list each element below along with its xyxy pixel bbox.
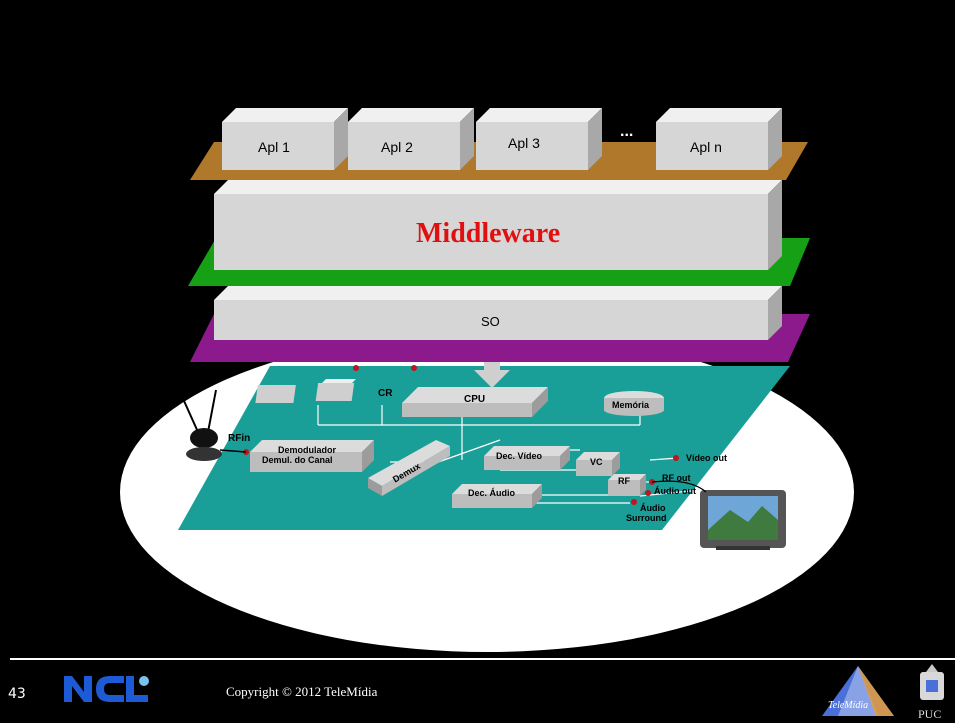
connector-dots	[243, 365, 679, 505]
os-layer: SO	[214, 286, 782, 340]
app-box-n: Apl n	[656, 108, 782, 170]
cpu-label: CPU	[464, 394, 485, 405]
vc-block: VC	[576, 452, 620, 476]
middleware-label: Middleware	[416, 218, 560, 249]
app-label-n: Apl n	[690, 139, 722, 155]
app-label-1: Apl 1	[258, 139, 290, 155]
dec-video-block: Dec. Vídeo	[484, 446, 570, 470]
telemidia-logo-text: TeleMídia	[828, 700, 868, 711]
app-box-3: Apl 3	[476, 108, 602, 170]
footer-divider	[10, 658, 955, 660]
memory-block: Memória	[604, 391, 664, 416]
app-box-2: Apl 2	[348, 108, 474, 170]
rf-in-label: RFin	[228, 433, 250, 444]
audio-surround-label-2: Surround	[626, 513, 667, 523]
rf-out-label: RF out	[662, 473, 691, 483]
video-out-label: Vídeo out	[686, 453, 727, 463]
telemidia-logo: TeleMídia	[822, 666, 894, 716]
audio-surround-label-1: Áudio	[640, 503, 666, 513]
app-label-2: Apl 2	[381, 139, 413, 155]
television-icon	[651, 480, 786, 550]
demodulator-label-2: Demul. do Canal	[262, 455, 333, 465]
memory-label: Memória	[612, 400, 650, 410]
dec-video-label: Dec. Vídeo	[496, 451, 543, 461]
os-label: SO	[481, 314, 500, 329]
rf-block: RF	[608, 474, 646, 496]
demodulator-block: Demodulador Demul. do Canal	[250, 440, 374, 472]
ncl-logo	[64, 676, 149, 702]
puc-logo-text: PUC	[918, 707, 941, 721]
apps-ellipsis: ...	[620, 123, 633, 140]
copyright-text: Copyright © 2012 TeleMídia	[226, 684, 378, 699]
audio-out-label: Áudio out	[654, 486, 696, 496]
vc-label: VC	[590, 457, 603, 467]
dec-audio-label: Dec. Áudio	[468, 488, 516, 498]
cr-label: CR	[378, 388, 393, 399]
cr-block: CR	[315, 383, 393, 401]
page-number: 43	[8, 686, 26, 702]
antenna-icon	[179, 389, 247, 461]
rf-label: RF	[618, 476, 630, 486]
middleware-layer: Middleware	[214, 180, 782, 270]
cpu-block: CPU	[402, 387, 548, 417]
app-label-3: Apl 3	[508, 135, 540, 151]
dec-audio-block: Dec. Áudio	[452, 484, 542, 508]
demodulator-label-1: Demodulador	[278, 445, 337, 455]
puc-logo: PUC	[918, 664, 944, 721]
app-box-1: Apl 1	[222, 108, 348, 170]
